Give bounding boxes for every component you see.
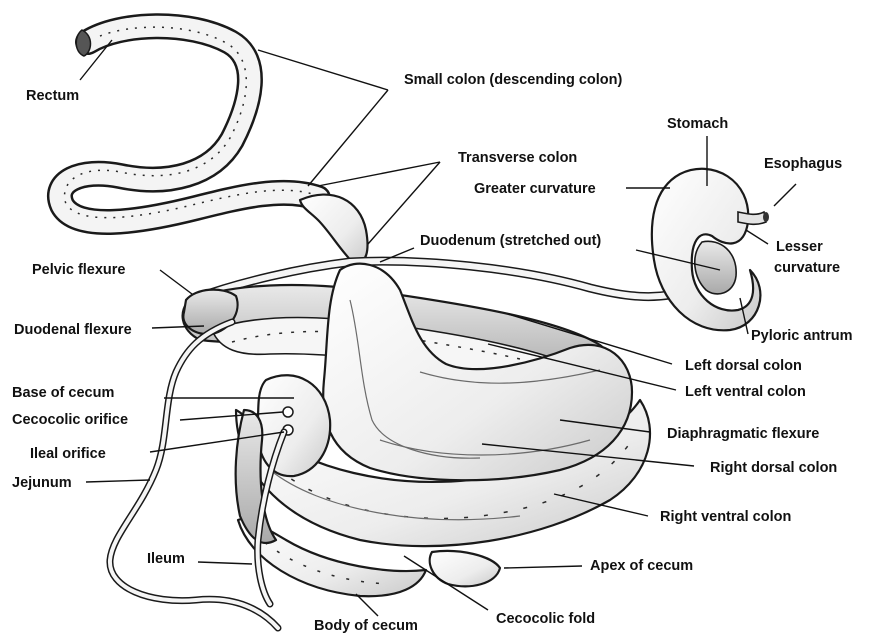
label-greater-curvature: Greater curvature: [474, 181, 596, 197]
label-right-ventral-colon: Right ventral colon: [660, 509, 791, 525]
apex-of-cecum: [430, 551, 500, 586]
label-ileum: Ileum: [147, 551, 185, 567]
label-esophagus: Esophagus: [764, 156, 842, 172]
label-jejunum: Jejunum: [12, 475, 72, 491]
label-stomach: Stomach: [667, 116, 728, 132]
label-apex-of-cecum: Apex of cecum: [590, 558, 693, 574]
label-duodenal-flexure: Duodenal flexure: [14, 322, 132, 338]
label-pelvic-flexure: Pelvic flexure: [32, 262, 126, 278]
label-body-of-cecum: Body of cecum: [314, 618, 418, 633]
transverse-colon: [300, 195, 368, 266]
label-left-ventral-colon: Left ventral colon: [685, 384, 806, 400]
stomach: [652, 169, 769, 331]
label-base-of-cecum: Base of cecum: [12, 385, 114, 401]
right-dorsal-colon: [323, 264, 632, 481]
label-lesser-curvature-line2: curvature: [774, 260, 840, 276]
label-lesser-curvature-line1: Lesser: [776, 239, 823, 255]
label-diaphragmatic-flexure: Diaphragmatic flexure: [667, 426, 819, 442]
label-transverse-colon: Transverse colon: [458, 150, 577, 166]
esophagus-tube: [738, 212, 766, 224]
label-duodenum: Duodenum (stretched out): [420, 233, 601, 249]
label-rectum: Rectum: [26, 88, 79, 104]
label-left-dorsal-colon: Left dorsal colon: [685, 358, 802, 374]
label-pyloric-antrum: Pyloric antrum: [751, 328, 853, 344]
cecocolic-orifice-mark: [283, 407, 293, 417]
label-cecocolic-fold: Cecocolic fold: [496, 611, 595, 627]
label-right-dorsal-colon: Right dorsal colon: [710, 460, 837, 476]
label-small-colon: Small colon (descending colon): [404, 72, 622, 88]
label-ileal-orifice: Ileal orifice: [30, 446, 106, 462]
label-cecocolic-orifice: Cecocolic orifice: [12, 412, 128, 428]
